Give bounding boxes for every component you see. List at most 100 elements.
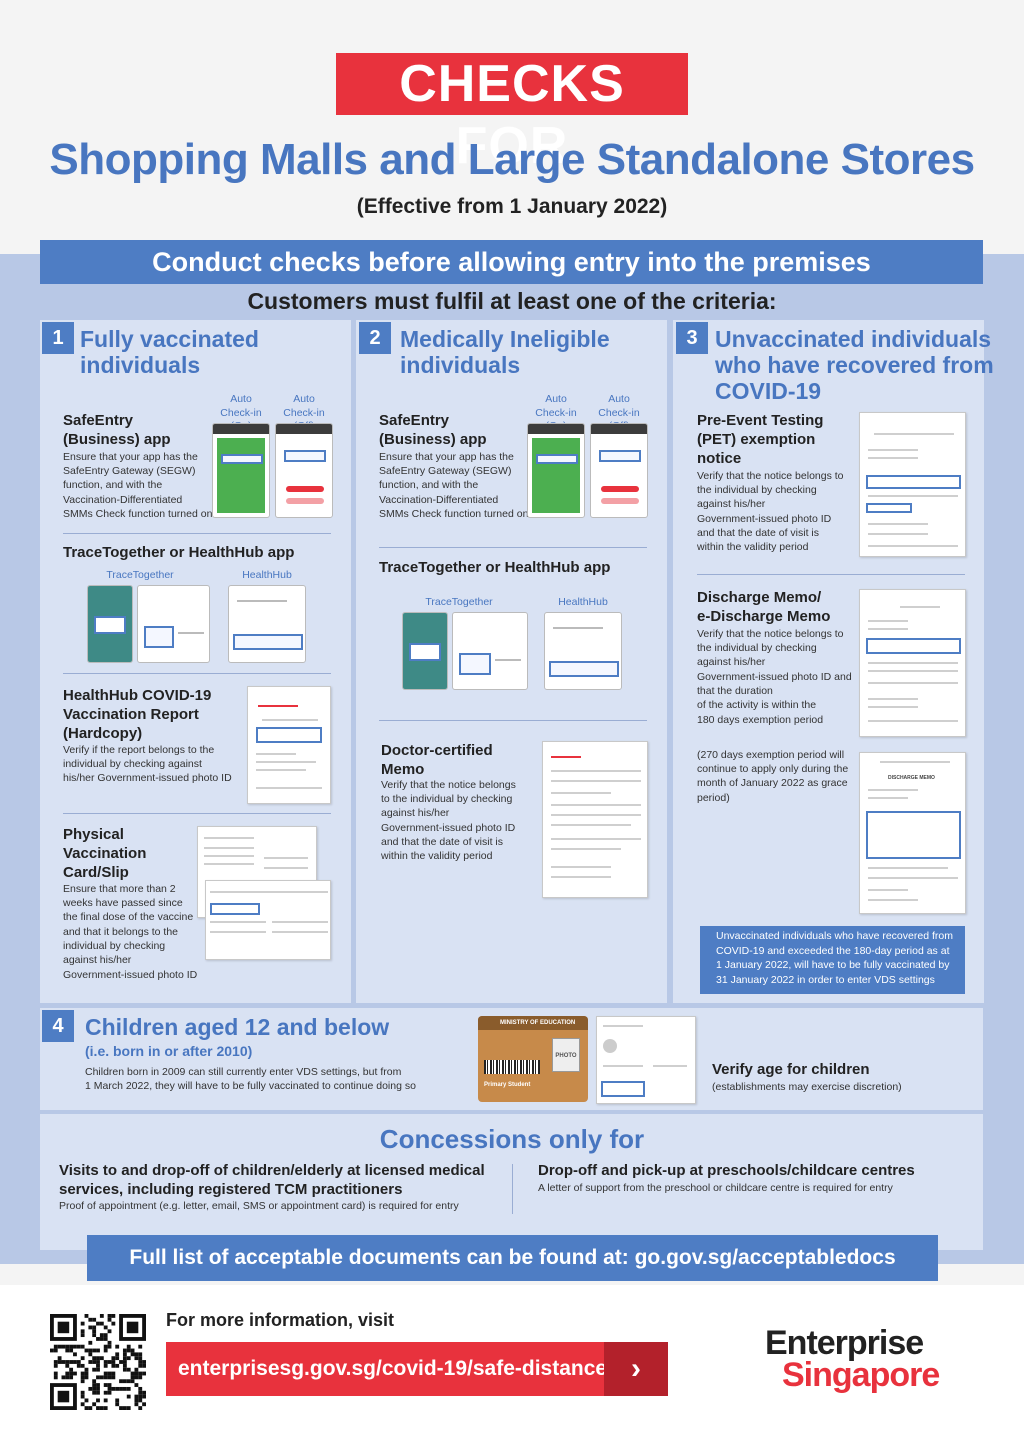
barcode-icon [484,1060,540,1074]
panel-2-title-line2: individuals [400,352,521,378]
safeentry-text-4: Vaccination-Differentiated [63,494,183,506]
concessions-separator [512,1164,513,1214]
panel-3-divider-1 [697,574,965,575]
tt-label: TraceTogether [106,569,174,581]
safeentry2-text-3: function, and with the [379,479,479,491]
safeentry-text-3: function, and with the [63,479,163,491]
verify-age-heading: Verify age for children [712,1061,870,1078]
grace-text-3: month of January 2022 as grace [697,777,848,789]
safeentry-checkin-on-screenshot [212,423,270,518]
panel-1-number: 1 [42,322,74,354]
concession-left-heading-1: Visits to and drop-off of children/elder… [59,1162,485,1179]
safeentry2-text-2: SafeEntry Gateway (SEGW) [379,465,512,477]
safeentry-text-2: SafeEntry Gateway (SEGW) [63,465,196,477]
tt2-screenshot-1 [402,612,448,690]
tt-screenshot-1 [87,585,133,663]
label-auto-on-2: Auto [545,393,567,405]
tt-heading: TraceTogether or HealthHub app [63,544,295,561]
card-text-4: and that it belongs to the [63,926,179,938]
dm-heading-1: Discharge Memo/ [697,589,822,606]
student-card-photo-label: PHOTO [555,1053,577,1059]
card-heading-3: Card/Slip [63,864,129,881]
concessions-panel [40,1114,983,1250]
dm-text-2: the individual by checking [697,642,817,654]
birth-record-image [596,1016,696,1104]
hh-label: HealthHub [242,569,292,581]
safeentry-text-5: SMMs Check function turned on [63,508,213,520]
report-text-3: his/her Government-issued photo ID [63,772,232,784]
panel-4-subtitle: (i.e. born in or after 2010) [85,1043,253,1059]
label-auto-off: Auto [293,393,315,405]
safeentry-text-1: Ensure that your app has the [63,451,198,463]
dm-text-1: Verify that the notice belongs to [697,628,844,640]
panel-1-title-line2: individuals [80,352,201,378]
pet-text-1: Verify that the notice belongs to [697,470,844,482]
memo-heading-2: Memo [381,761,425,778]
more-info-label: For more information, visit [166,1310,395,1330]
header-badge: CHECKS FOR [336,53,688,175]
pet-heading-2: (PET) exemption [697,431,816,448]
dm-text-5: that the duration [697,685,773,697]
verify-age-text: (establishments may exercise discretion) [712,1081,902,1093]
student-card-footer: Primary Student [484,1082,531,1088]
panel-1-title-line1: Fully vaccinated [80,326,259,352]
report-heading-2: Vaccination Report [63,706,199,723]
panel-3-title-line2: who have recovered from [715,352,994,378]
grace-text-1: (270 days exemption period will [697,749,845,761]
note-line-2: COVID-19 and exceeded the 180-day period… [716,944,950,957]
hh2-label: HealthHub [558,596,608,608]
panel-3-title-line1: Unvaccinated individuals [715,326,992,352]
memo-heading-1: Doctor-certified [381,742,493,759]
label-auto-off-2: Auto [608,393,630,405]
pet-text-6: within the validity period [697,541,809,553]
memo-text-2: to the individual by checking [381,793,513,805]
dm-text-6: of the activity is within the [697,699,817,711]
page-title: Shopping Malls and Large Standalone Stor… [49,135,975,184]
chevron-right-icon: › [604,1342,668,1396]
safeentry2-text-5: SMMs Check function turned on [379,508,529,520]
qr-code-icon[interactable] [50,1314,146,1410]
student-card-header: MINISTRY OF EDUCATION [478,1016,588,1030]
memo-text-3: against his/her [381,807,450,819]
card-text-5: individual by checking [63,940,166,952]
report-heading-1: HealthHub COVID-19 [63,687,212,704]
panel-1-divider-2 [63,673,331,674]
vaccination-report-document [247,686,331,804]
tt2-screenshot-2 [452,612,528,690]
concessions-title: Concessions only for [379,1124,645,1154]
note-line-3: 1 January 2022, will have to be fully va… [716,959,950,971]
criteria-heading: Customers must fulfil at least one of th… [247,288,777,314]
pet-heading-1: Pre-Event Testing [697,412,824,429]
panel-2-number: 2 [359,322,391,354]
card-text-1: Ensure that more than 2 [63,883,176,895]
safeentry2-checkin-off-screenshot [590,423,648,518]
panel-1-divider-3 [63,813,331,814]
report-text-2: individual by checking against [63,758,202,770]
panel-2-divider-1 [379,547,647,548]
safeentry-heading-2: (Business) app [63,431,171,448]
grace-text-2: continue to apply only during the [697,763,849,775]
note-line-1: Unvaccinated individuals who have recove… [716,930,953,942]
memo-text-6: within the validity period [381,850,493,862]
pet-text-5: and that the date of visit is [697,527,819,539]
tt-screenshot-2 [137,585,210,663]
panel-4-text-1: Children born in 2009 can still currentl… [85,1066,402,1078]
label-auto-on: Auto [230,393,252,405]
pet-text-3: against his/her [697,498,766,510]
panel-4-text-2: 1 March 2022, they will have to be fully… [85,1080,416,1092]
panel-4-title: Children aged 12 and below [85,1014,390,1040]
vaccination-card-document [205,880,331,960]
url-link-button[interactable]: enterprisesg.gov.sg/covid-19/safe-distan… [166,1342,668,1396]
card-heading-1: Physical [63,826,124,843]
dm-heading-2: e-Discharge Memo [697,608,831,625]
safeentry2-checkin-on-screenshot [527,423,585,518]
memo-text-5: and that the date of visit is [381,836,503,848]
note-line-4: 31 January 2022 in order to enter VDS se… [716,973,935,986]
card-text-2: weeks have passed since [63,897,183,909]
pet-exemption-document [859,412,966,557]
discharge-memo-document: DISCHARGE MEMO [859,752,966,914]
panel-2-title-line1: Medically Ineligible [400,326,610,352]
enterprise-singapore-logo-line2: Singapore [782,1356,940,1394]
memo-text-1: Verify that the notice belongs [381,779,516,791]
panel-3-number: 3 [676,322,708,354]
